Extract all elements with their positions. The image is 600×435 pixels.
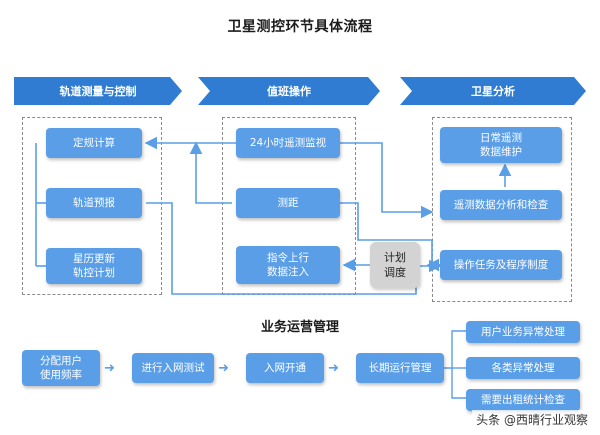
- box-user-exception: 用户业务异常处理: [466, 321, 580, 343]
- watermark: 头条 @西晴行业观察: [472, 410, 592, 429]
- box-network-test: 进行入网测试: [132, 353, 214, 383]
- stage-orbit-control: 轨道测量与控制: [14, 77, 182, 105]
- arrow-right-icon: ➜: [328, 361, 339, 376]
- box-ephemeris-update: 星历更新 轨控计划: [46, 248, 142, 284]
- box-24h-monitoring: 24小时遥测监视: [236, 128, 340, 158]
- stage-duty-operation: 值班操作: [198, 77, 380, 105]
- box-daily-telemetry: 日常遥测 数据维护: [440, 127, 562, 163]
- box-rental-statistics: 需要出租统计检查: [466, 389, 580, 411]
- arrow-right-icon: ➜: [104, 361, 115, 376]
- box-various-exceptions: 各类异常处理: [466, 357, 580, 379]
- box-assign-frequency: 分配用户 使用频率: [22, 350, 100, 386]
- box-orbit-forecast: 轨道预报: [46, 188, 142, 218]
- box-ranging: 测距: [236, 188, 340, 218]
- box-telemetry-analysis: 遥测数据分析和检查: [440, 190, 562, 220]
- box-plan-schedule: 计划 调度: [370, 242, 420, 288]
- column-frame-orbit: [22, 117, 162, 295]
- box-network-open: 入网开通: [246, 353, 324, 383]
- box-long-term-management: 长期运行管理: [356, 353, 444, 383]
- stage-satellite-analysis: 卫星分析: [400, 77, 586, 105]
- box-operation-tasks: 操作任务及程序制度: [440, 250, 562, 280]
- page-title: 卫星测控环节具体流程: [227, 19, 373, 35]
- box-orbit-calculation: 定规计算: [46, 128, 142, 158]
- box-command-uplink: 指令上行 数据注入: [236, 246, 340, 284]
- section-title-operations: 业务运营管理: [260, 320, 339, 335]
- arrow-right-icon: ➜: [218, 361, 229, 376]
